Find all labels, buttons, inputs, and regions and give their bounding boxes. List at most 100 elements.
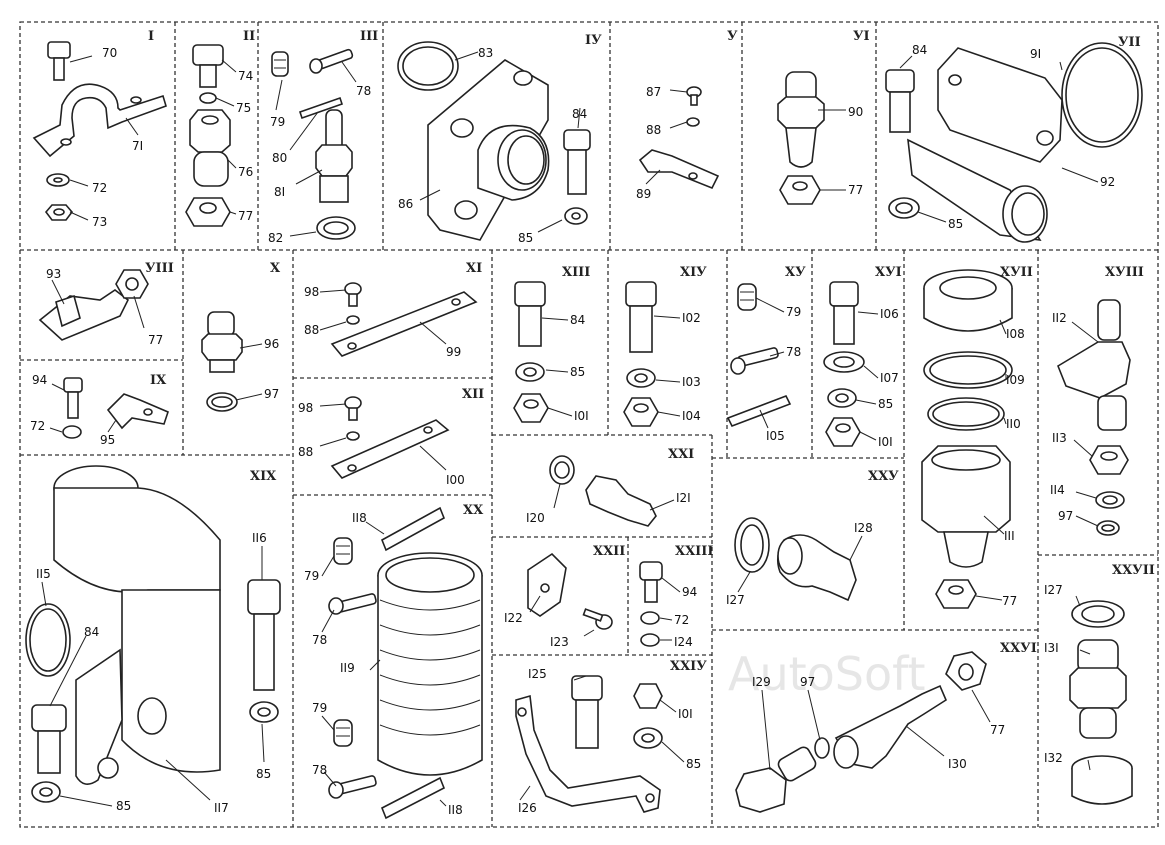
bolt-icon	[639, 561, 663, 603]
callout: I09	[1006, 373, 1025, 387]
washer-icon	[888, 197, 920, 219]
callout: I0I	[678, 707, 693, 721]
cell-label: XXII	[593, 544, 625, 559]
nut-icon	[825, 417, 861, 447]
washer-icon	[346, 431, 360, 441]
callout: 90	[848, 105, 863, 119]
callout: 78	[312, 763, 327, 777]
callout: I23	[550, 635, 569, 649]
elbow-housing-icon	[53, 465, 221, 785]
callout: I20	[526, 511, 545, 525]
cell-label: XII	[462, 387, 484, 402]
bolt-icon	[192, 44, 224, 88]
pin-icon	[730, 347, 779, 375]
callout: I30	[948, 757, 967, 771]
nut-icon	[513, 393, 549, 423]
callout: 85	[256, 767, 271, 781]
nut-icon	[115, 269, 149, 299]
cap-icon	[1071, 755, 1133, 805]
callout: 85	[518, 231, 533, 245]
cell-label: XIX	[250, 469, 277, 484]
callout: 77	[238, 209, 253, 223]
adapter-fitting-icon	[38, 289, 130, 341]
banjo-fitting-icon	[833, 684, 948, 769]
callout: II0	[1006, 417, 1021, 431]
pipe-nipple-icon	[201, 311, 243, 373]
cell-labels: I II III IУ У УI УII УIII X IX XI XII XI…	[145, 29, 1155, 674]
o-ring-icon	[927, 397, 1005, 431]
strip-icon	[298, 96, 344, 120]
washer-icon	[564, 207, 588, 225]
pin-icon	[309, 48, 354, 74]
washer-icon	[249, 701, 279, 723]
strip-icon	[380, 776, 446, 820]
cell-label: XX	[463, 503, 484, 518]
callout: 8I	[274, 185, 285, 199]
nut-icon	[185, 197, 231, 227]
bolt-icon	[514, 281, 546, 347]
bolt-icon	[31, 704, 67, 774]
callout: 86	[398, 197, 413, 211]
callout: I0I	[574, 409, 589, 423]
bolt-icon	[625, 281, 657, 353]
callout: I29	[752, 675, 771, 689]
callout: 98	[304, 285, 319, 299]
callout: 76	[238, 165, 253, 179]
leader-lines	[41, 51, 1099, 807]
callout: III	[1004, 529, 1015, 543]
callout: I00	[446, 473, 465, 487]
banjo-bolt-icon	[735, 746, 817, 813]
flange-pipe-icon	[907, 47, 1063, 243]
cell-label: XXУII	[1112, 563, 1155, 578]
callout: I25	[528, 667, 547, 681]
part-drawings	[25, 41, 1143, 820]
callout: 82	[268, 231, 283, 245]
pin-icon	[328, 593, 377, 615]
callout: 88	[298, 445, 313, 459]
washer-icon	[199, 92, 217, 104]
cell-label: XIII	[562, 265, 590, 280]
cell-label: II	[243, 29, 255, 44]
adapter-fitting-icon	[776, 534, 857, 602]
strip-icon	[380, 506, 446, 552]
o-ring-icon	[25, 603, 71, 677]
callout: 93	[46, 267, 61, 281]
spring-clip-icon	[333, 719, 353, 747]
cell-label: XXIII	[675, 544, 713, 559]
washer-icon	[640, 633, 660, 647]
callout: I27	[726, 593, 745, 607]
cell-label: УIII	[145, 261, 174, 276]
cell-label: XУ	[785, 265, 806, 280]
callout: 94	[32, 373, 47, 387]
callout: 77	[990, 723, 1005, 737]
cell-label: XXУI	[1000, 641, 1037, 656]
callout: II4	[1050, 483, 1065, 497]
bolt-icon	[47, 41, 71, 81]
callout: 87	[646, 85, 661, 99]
callout: 75	[236, 101, 251, 115]
washer-icon	[640, 611, 660, 625]
callout: 89	[636, 187, 651, 201]
washer-icon	[827, 388, 857, 408]
flange-fitting-icon	[427, 59, 550, 241]
cell-dividers	[19, 21, 1159, 828]
callout: 80	[272, 151, 287, 165]
bolt-icon	[247, 579, 281, 691]
washer-icon	[823, 351, 865, 373]
bolt-icon	[563, 129, 591, 195]
cell-label: X	[270, 261, 281, 276]
callout: I05	[766, 429, 785, 443]
union-fitting-icon	[189, 109, 231, 187]
cell-label: XIУ	[680, 265, 707, 280]
cell-label: IУ	[585, 33, 602, 48]
nut-icon	[623, 397, 659, 427]
hex-nipple-icon	[921, 445, 1011, 568]
o-ring-icon	[397, 41, 459, 91]
bolt-icon	[571, 675, 603, 749]
callout: II2	[1052, 311, 1067, 325]
gasket-ring-icon	[734, 517, 770, 573]
callout: I24	[674, 635, 693, 649]
watermark: AutoSoft	[728, 647, 926, 701]
cell-label: XУII	[1000, 265, 1033, 280]
callout: 72	[674, 613, 689, 627]
